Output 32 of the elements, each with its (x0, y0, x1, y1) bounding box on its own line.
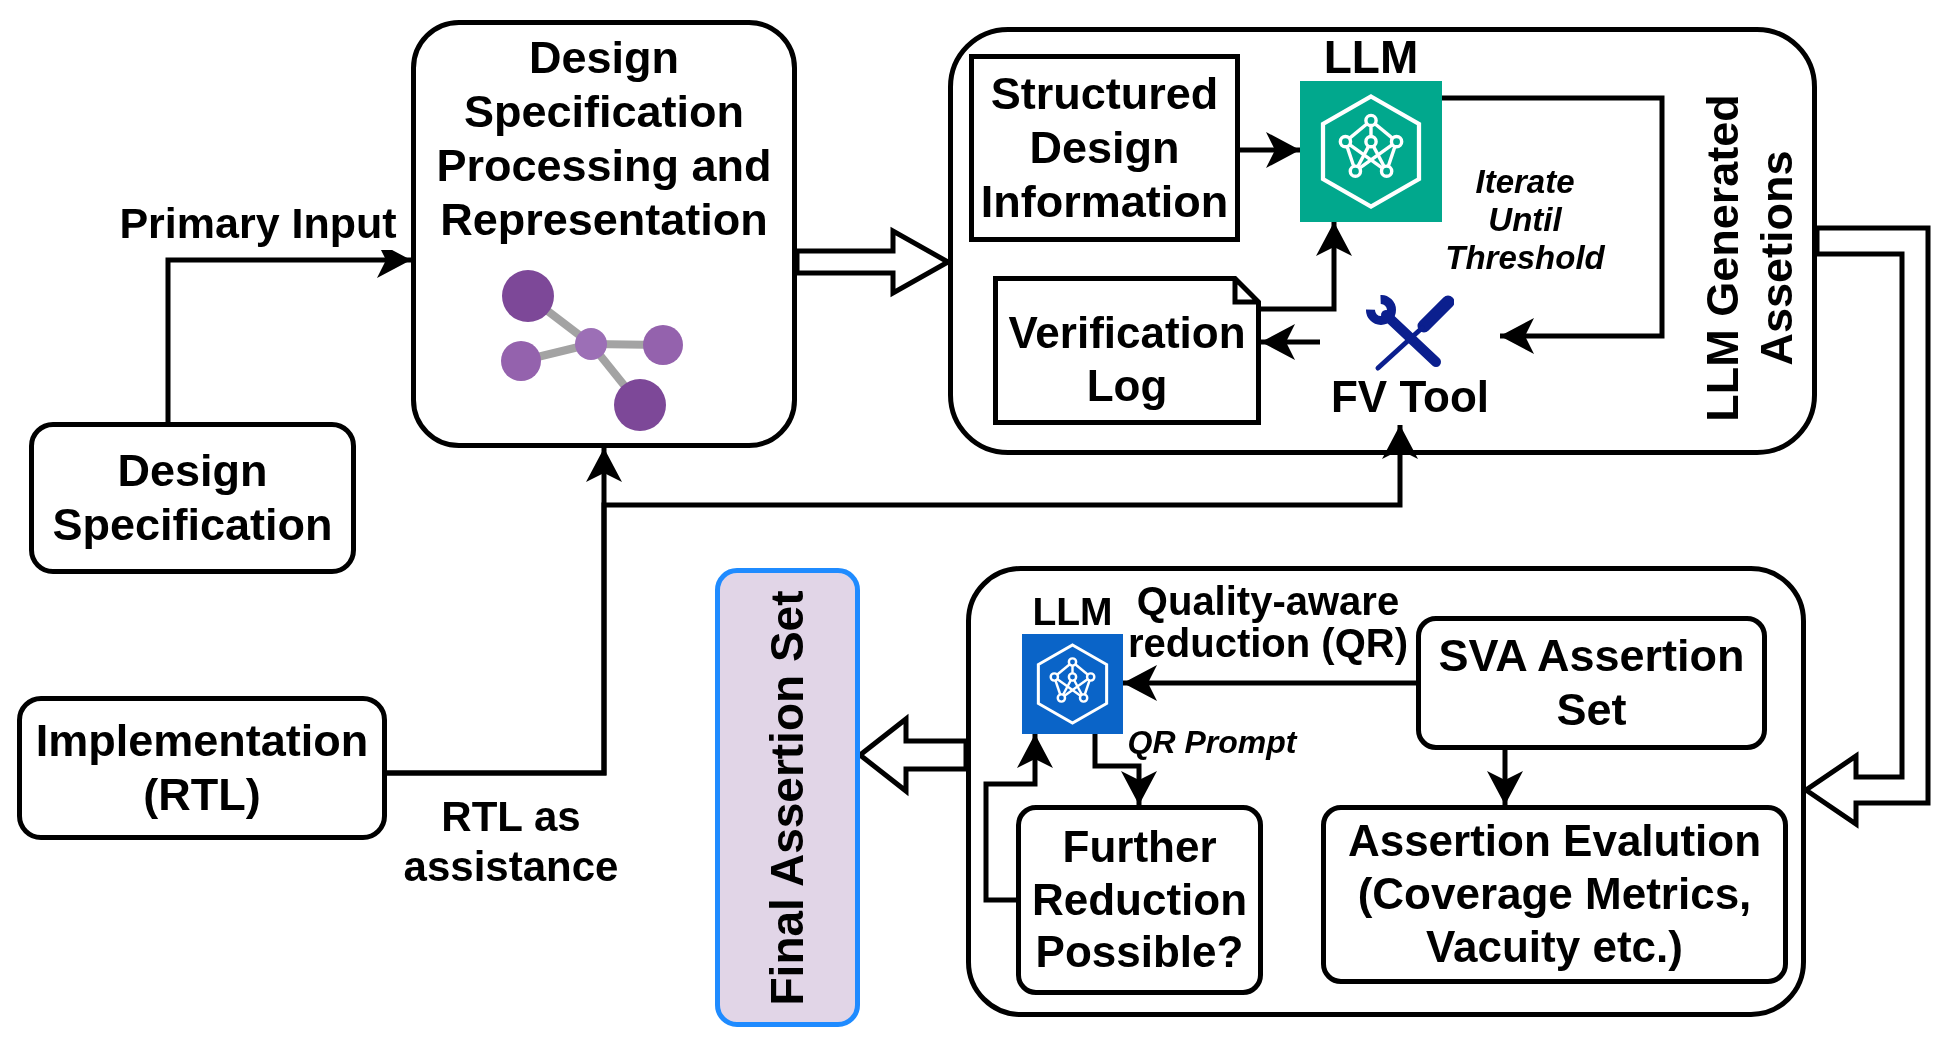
arrow (983, 734, 1053, 903)
rounded-box (715, 568, 860, 1027)
rounded-box (1321, 805, 1788, 984)
node-label: Final Assertion Set (759, 590, 814, 1005)
node-label: Assertion Evalution (Coverage Metrics, Vacuity etc.) (1346, 815, 1763, 973)
rounded-box (1016, 805, 1263, 995)
node-label: LLM (1323, 34, 1419, 80)
node-label: Further Reduction Possible? (1030, 820, 1249, 979)
rectangle-box (969, 54, 1240, 242)
arrow (1240, 132, 1300, 168)
node-label: Design Specification Processing and Representation (435, 31, 773, 247)
group-title: LLM Generated Assetions (1696, 93, 1803, 424)
arrow (1487, 750, 1523, 805)
rounded-box (411, 20, 797, 448)
node-label: SVA Assertion Set (1437, 629, 1746, 737)
rounded-box (29, 422, 356, 574)
node-label: Design Specification (51, 444, 334, 552)
node-label: Structured Design Information (979, 67, 1230, 229)
arrow (1092, 734, 1157, 805)
arrow (387, 425, 1418, 776)
arrow (1261, 222, 1352, 312)
node-label: Verification Log (1007, 306, 1247, 412)
arrow (1123, 665, 1416, 701)
arrow (1442, 95, 1665, 354)
rounded-box (1416, 616, 1767, 750)
document-shape (993, 276, 1261, 425)
node-label: FV Tool (1331, 373, 1489, 422)
arrow (1261, 324, 1320, 360)
node-label: Implementation (RTL) (34, 714, 370, 822)
node-label: LLM (1032, 592, 1113, 631)
group-container (966, 566, 1806, 1017)
rounded-box (17, 696, 387, 840)
